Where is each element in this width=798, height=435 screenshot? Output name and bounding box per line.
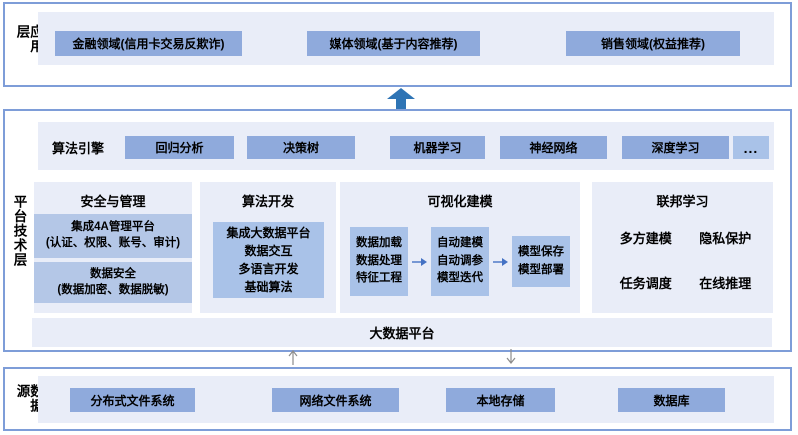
4a-platform-line2: (认证、权限、账号、审计) — [45, 237, 181, 249]
data-security-box: 数据安全 (数据加密、数据脱敏) — [34, 262, 192, 303]
multiparty-modeling-item: 多方建模 — [619, 231, 672, 246]
dev-line-4: 基础算法 — [244, 280, 293, 294]
auto-modeling-step-box: 自动建模 自动调参 模型迭代 — [431, 226, 489, 297]
deep-learning-box: 深度学习 — [622, 136, 729, 159]
dev-line-1: 集成大数据平台 — [226, 226, 311, 240]
step2-line1: 自动建模 — [437, 236, 483, 249]
distributed-file-system-box: 分布式文件系统 — [70, 388, 195, 412]
step1-line1: 数据加载 — [356, 236, 402, 249]
step2-line3: 模型迭代 — [437, 272, 483, 285]
security-management-panel: 安全与管理 集成4A管理平台 (认证、权限、账号、审计) 数据安全 (数据加密、… — [34, 182, 192, 313]
step1-line3: 特征工程 — [356, 272, 402, 285]
algorithm-development-title: 算法开发 — [241, 194, 294, 209]
finance-domain-box: 金融领域(信用卡交易反欺诈) — [55, 31, 242, 56]
modeling-flow: 数据加载 数据处理 特征工程 自动建模 自动调参 模型迭代 模型保存 模型部署 — [340, 220, 580, 303]
privacy-protection-item: 隐私保护 — [699, 231, 752, 246]
platform-technology-layer: 平台技术层 算法引擎 回归分析 决策树 机器学习 神经网络 深度学习 ... 安… — [3, 109, 792, 352]
federated-learning-title: 联邦学习 — [656, 194, 709, 209]
regression-analysis-box: 回归分析 — [125, 136, 234, 159]
data-security-line1: 数据安全 — [90, 267, 136, 280]
federated-items-grid: 多方建模 隐私保护 任务调度 在线推理 — [606, 228, 765, 292]
data-security-line2: (数据加密、数据脱敏) — [57, 283, 169, 296]
task-scheduling-item: 任务调度 — [619, 276, 672, 291]
neural-network-box: 神经网络 — [500, 136, 607, 159]
visual-modeling-panel: 可视化建模 数据加载 数据处理 特征工程 自动建模 自动调参 模型迭代 模型保存… — [340, 182, 580, 313]
data-preparation-step-box: 数据加载 数据处理 特征工程 — [350, 226, 408, 297]
4a-platform-box: 集成4A管理平台 (认证、权限、账号、审计) — [34, 214, 192, 258]
more-algorithms-ellipsis: ... — [733, 136, 769, 159]
step3-line2: 模型部署 — [518, 263, 564, 276]
up-arrow-icon — [387, 88, 415, 109]
algorithm-development-box: 集成大数据平台 数据交互 多语言开发 基础算法 — [213, 222, 324, 298]
online-inference-item: 在线推理 — [699, 276, 752, 291]
algorithm-engine-panel: 算法引擎 回归分析 决策树 机器学习 神经网络 深度学习 ... — [38, 122, 774, 170]
sales-domain-box: 销售领域(权益推荐) — [566, 31, 740, 56]
data-source-panel: 分布式文件系统 网络文件系统 本地存储 数据库 — [38, 376, 774, 423]
database-box: 数据库 — [618, 388, 725, 412]
4a-platform-line1: 集成4A管理平台 — [71, 221, 155, 234]
dev-line-2: 数据交互 — [244, 244, 293, 258]
model-deploy-step-box: 模型保存 模型部署 — [512, 235, 570, 288]
algorithm-engine-title: 算法引擎 — [52, 141, 105, 156]
local-storage-box: 本地存储 — [446, 388, 555, 412]
algorithm-development-panel: 算法开发 集成大数据平台 数据交互 多语言开发 基础算法 — [200, 182, 336, 313]
dev-line-3: 多语言开发 — [238, 262, 299, 276]
media-domain-box: 媒体领域(基于内容推荐) — [307, 31, 480, 56]
step2-line2: 自动调参 — [437, 254, 483, 267]
step3-line1: 模型保存 — [518, 245, 564, 258]
data-down-arrow-icon — [505, 348, 517, 365]
flow-arrow-icon — [493, 257, 508, 267]
application-panel: 金融领域(信用卡交易反欺诈) 媒体领域(基于内容推荐) 销售领域(权益推荐) — [38, 12, 774, 65]
data-source-layer: 数据源 分布式文件系统 网络文件系统 本地存储 数据库 — [3, 367, 792, 431]
federated-learning-panel: 联邦学习 多方建模 隐私保护 任务调度 在线推理 — [592, 182, 773, 313]
platform-layer-label: 平台技术层 — [11, 194, 27, 267]
machine-learning-box: 机器学习 — [390, 136, 485, 159]
flow-arrow-icon — [412, 257, 427, 267]
security-management-title: 安全与管理 — [80, 194, 146, 209]
visual-modeling-title: 可视化建模 — [427, 194, 493, 209]
data-up-arrow-icon — [287, 349, 299, 366]
step1-line2: 数据处理 — [356, 254, 402, 267]
decision-tree-box: 决策树 — [247, 136, 355, 159]
big-data-platform-bar: 大数据平台 — [32, 318, 772, 347]
application-layer: 应用层 金融领域(信用卡交易反欺诈) 媒体领域(基于内容推荐) 销售领域(权益推… — [3, 2, 792, 87]
network-file-system-box: 网络文件系统 — [272, 388, 399, 412]
